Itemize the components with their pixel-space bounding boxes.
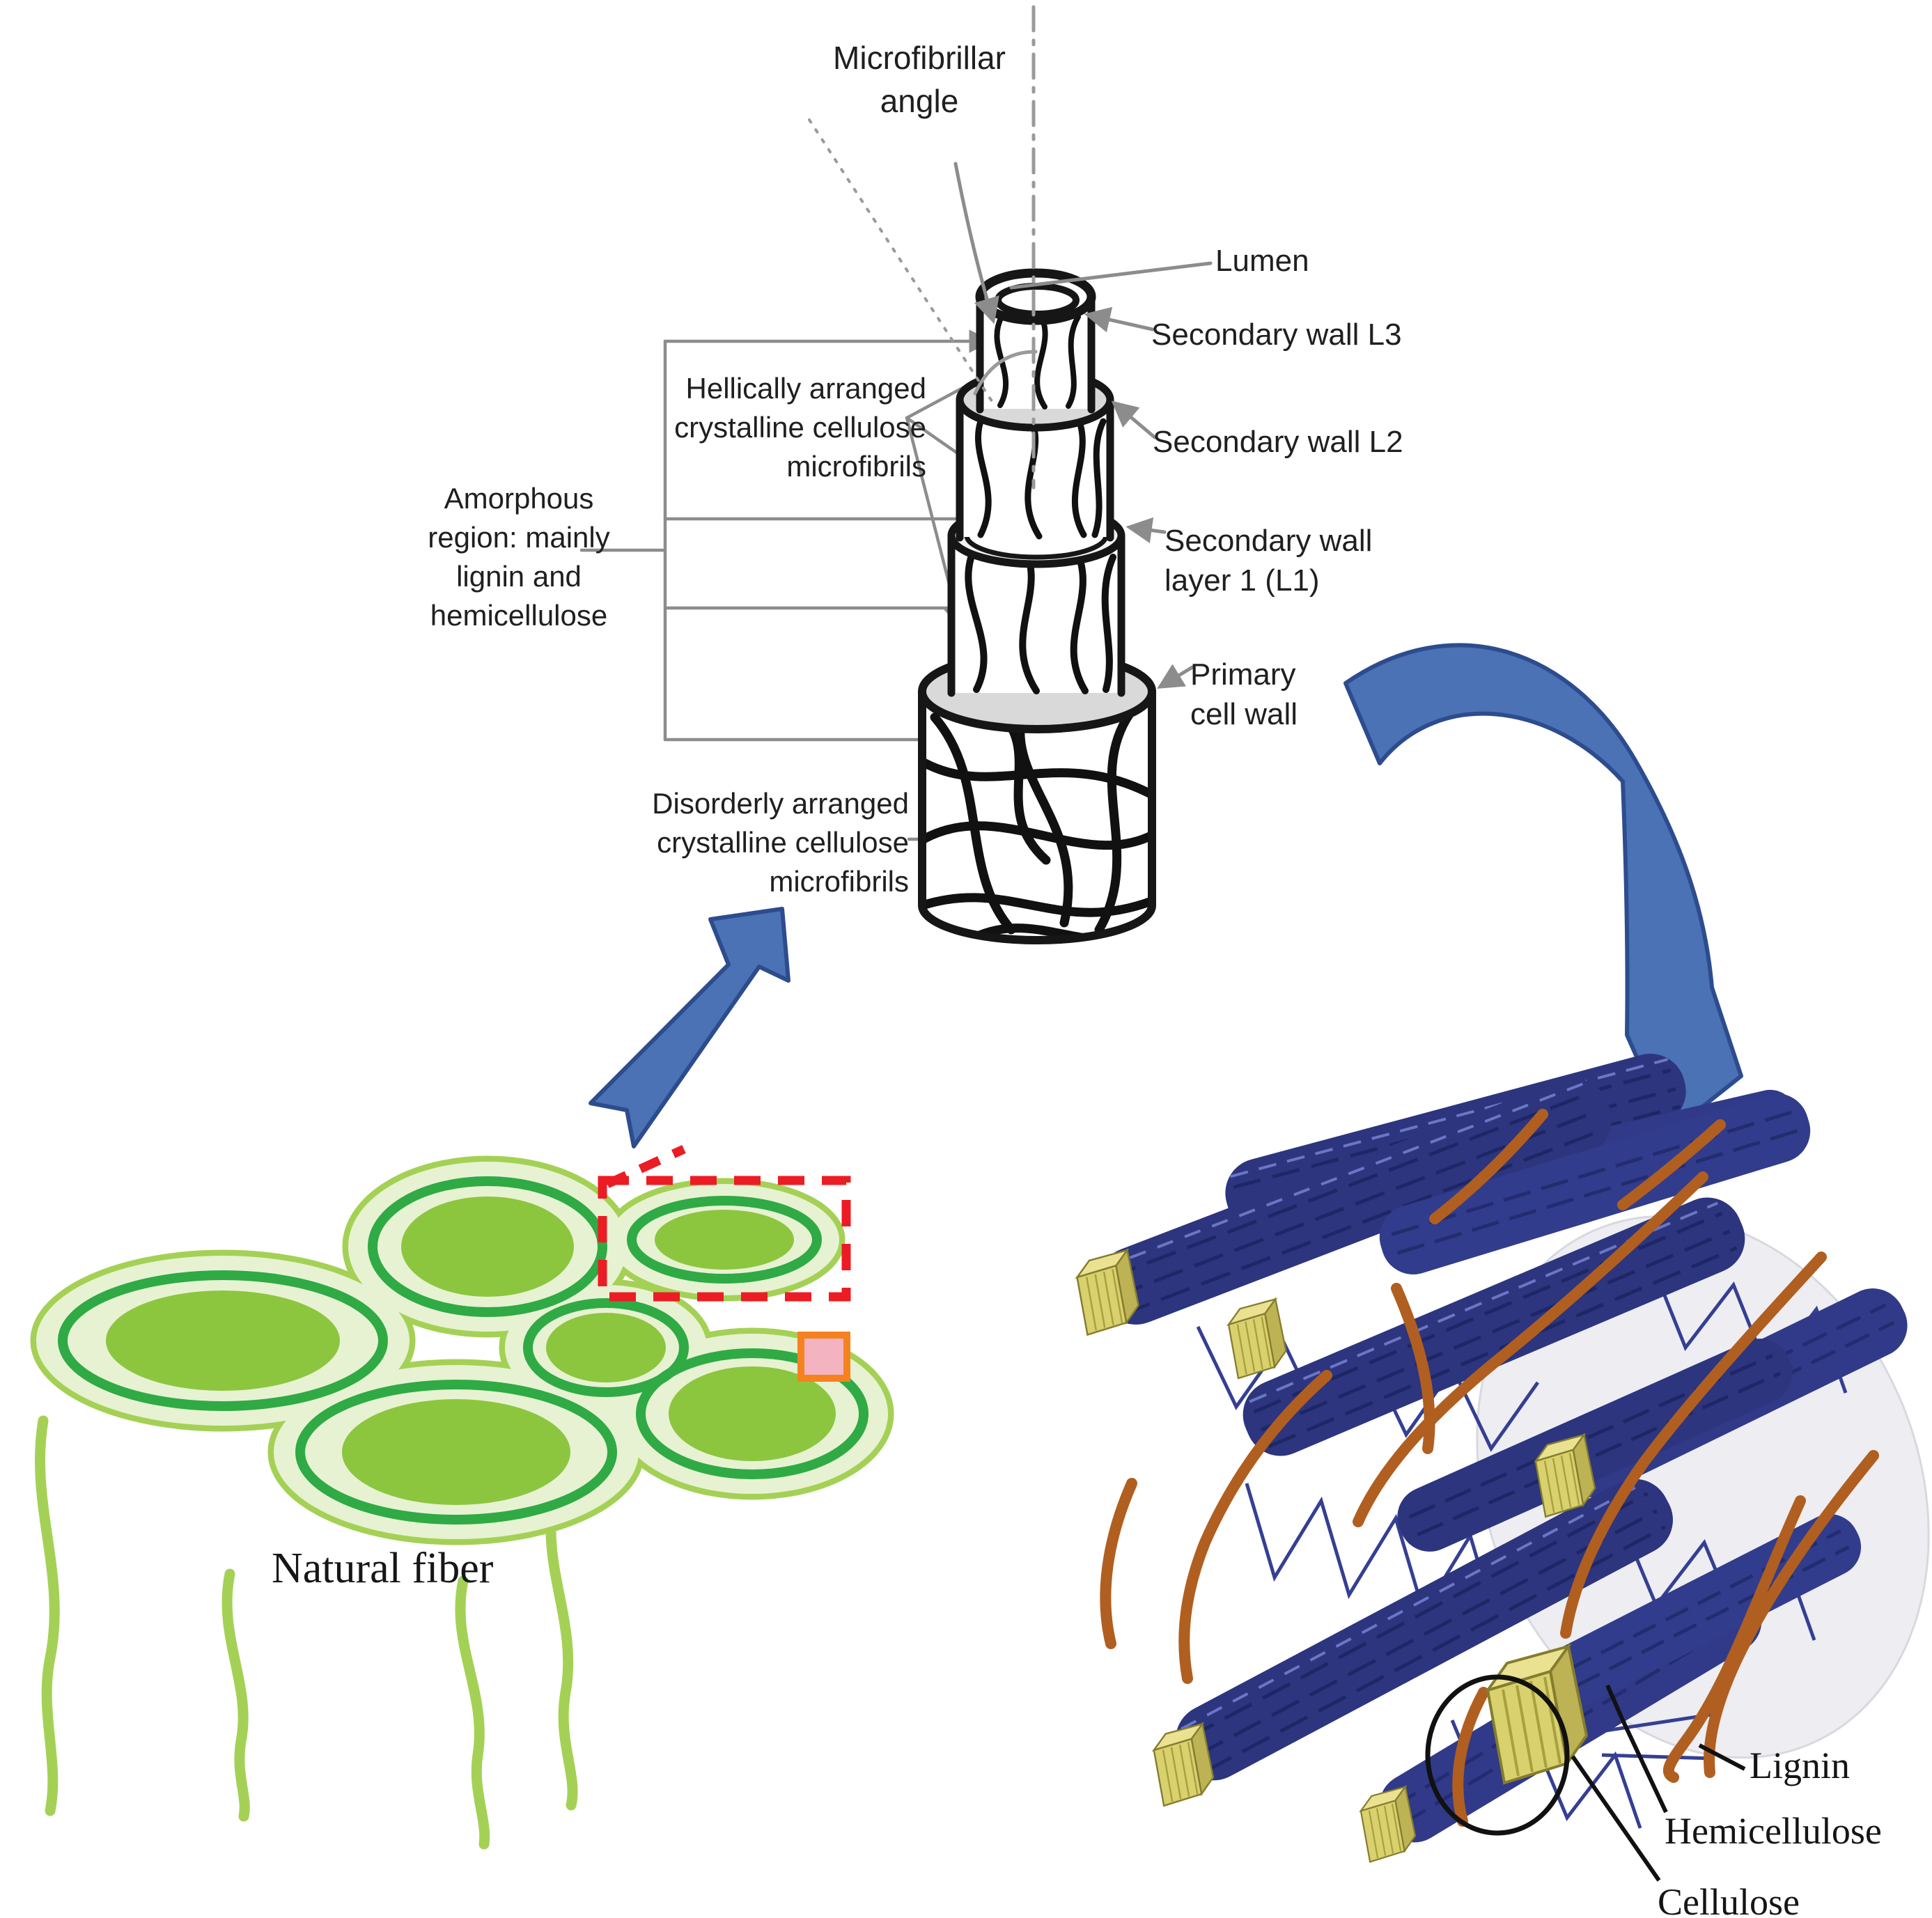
microfibrillar-angle-construction	[808, 5, 1038, 490]
label-primary-cell-wall: Primary cell wall	[1190, 657, 1298, 732]
cell-lumen-cores	[106, 1196, 836, 1505]
natural-fiber-cells	[30, 1145, 894, 1850]
label-secondary-wall-l2: Secondary wall L2	[1153, 425, 1403, 459]
primary-cell-wall-cylinder	[918, 687, 1156, 944]
cell-wall-stack	[579, 5, 1213, 944]
fiber-tails	[34, 1415, 578, 1850]
inset-marker-rect	[797, 1332, 850, 1382]
label-hemicellulose: Hemicellulose	[1665, 1810, 1882, 1852]
highlight-box	[598, 1145, 851, 1302]
label-secondary-wall-l1: Secondary wall layer 1 (L1)	[1164, 524, 1373, 598]
label-lignin: Lignin	[1750, 1745, 1850, 1786]
disordered-microfibril-lines	[922, 702, 1152, 940]
microfibril-3d-model	[1076, 1054, 1930, 1882]
label-secondary-wall-l3: Secondary wall L3	[1151, 318, 1402, 352]
secondary-wall-l3-cylinder	[975, 268, 1096, 414]
lignin-strands	[1100, 1109, 1879, 1827]
label-lumen: Lumen	[1215, 244, 1309, 278]
label-helical-microfibrils: Hellically arranged crystalline cellulos…	[674, 372, 926, 483]
flow-arrow-curved-icon	[1343, 643, 1743, 1135]
cell-wall-rings	[58, 1176, 868, 1525]
microfibril-direction-line	[808, 118, 997, 409]
label-amorphous-region: Amorphous region: mainly lignin and hemi…	[428, 482, 610, 632]
label-natural-fiber: Natural fiber	[272, 1545, 494, 1592]
flow-arrow-up-icon	[589, 907, 790, 1148]
label-microfibrillar-angle: Microfibrillar angle	[833, 40, 1006, 120]
label-disordered-microfibrils: Disorderly arranged crystalline cellulos…	[652, 787, 909, 898]
label-cellulose: Cellulose	[1658, 1881, 1800, 1918]
angle-arc	[973, 350, 1038, 396]
model-label-leaders	[1571, 1684, 1746, 1882]
right-label-leaders	[1009, 261, 1213, 689]
cellulose-annotation-circle	[1425, 1674, 1570, 1836]
